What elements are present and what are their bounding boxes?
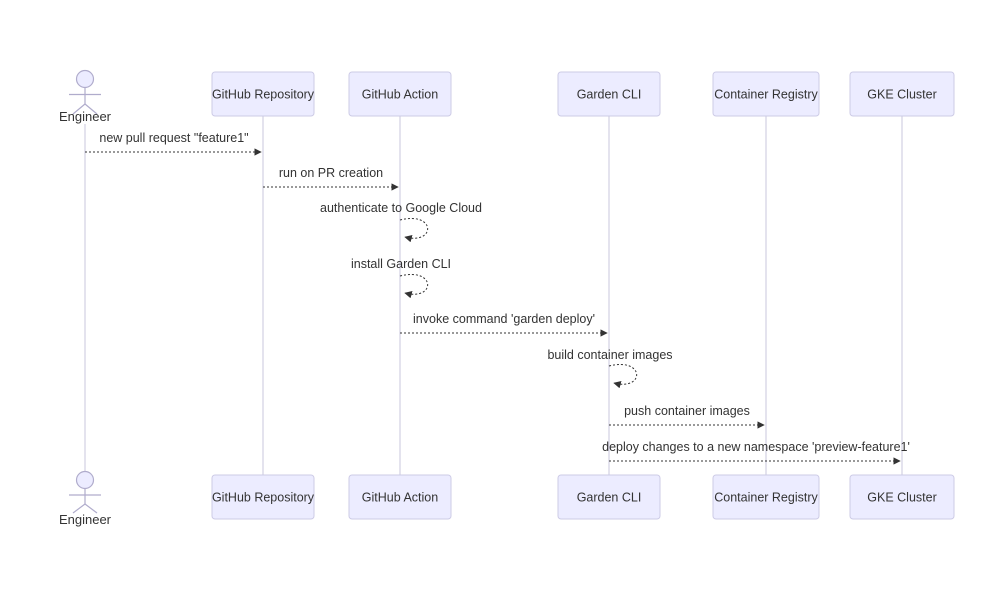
participant-label: GitHub Action: [362, 491, 438, 505]
participant-github-repository-bottom: GitHub Repository: [211, 474, 315, 520]
message-run-on-pr-creation: run on PR creation: [263, 166, 399, 191]
actor-head-icon: [75, 470, 95, 490]
participant-github-action-top: GitHub Action: [348, 71, 452, 117]
participant-github-repository-top: GitHub Repository: [211, 71, 315, 117]
actor-leg-left: [72, 503, 86, 514]
message-label: invoke command 'garden deploy': [413, 312, 595, 326]
message-label: new pull request "feature1": [99, 131, 248, 145]
message-install-garden-cli: install Garden CLI: [351, 257, 451, 299]
participant-label: Garden CLI: [577, 491, 642, 505]
participant-label: GitHub Repository: [212, 88, 315, 102]
message-label: install Garden CLI: [351, 257, 451, 271]
participant-container-registry-bottom: Container Registry: [712, 474, 820, 520]
actor-label: Engineer: [59, 512, 112, 527]
participant-github-action-bottom: GitHub Action: [348, 474, 452, 520]
message-label: build container images: [547, 348, 672, 362]
message-label: authenticate to Google Cloud: [320, 201, 482, 215]
actor-leg-right: [84, 503, 98, 514]
participant-gke-cluster-top: GKE Cluster: [849, 71, 955, 117]
participant-box: [211, 71, 315, 117]
participant-box: [211, 474, 315, 520]
actor-leg-left: [72, 103, 86, 115]
participant-garden-cli-top: Garden CLI: [557, 71, 661, 117]
message-build-container-images: build container images: [547, 348, 673, 389]
message-label: run on PR creation: [279, 166, 383, 180]
actor-engineer-bottom: Engineer: [59, 470, 112, 527]
participant-label: GKE Cluster: [867, 491, 936, 505]
actor-label: Engineer: [59, 109, 112, 124]
participant-box: [849, 71, 955, 117]
self-message-loop: [608, 364, 638, 389]
message-label: push container images: [624, 404, 750, 418]
participant-garden-cli-bottom: Garden CLI: [557, 474, 661, 520]
actor-head-icon: [75, 69, 95, 89]
participant-label: GKE Cluster: [867, 88, 936, 102]
self-message-loop: [399, 274, 429, 299]
participant-box: [712, 71, 820, 117]
participant-label: Container Registry: [714, 491, 818, 505]
participant-box: [557, 71, 661, 117]
actor-leg-right: [84, 103, 98, 115]
participant-box: [348, 474, 452, 520]
participant-box: [712, 474, 820, 520]
participant-label: GitHub Action: [362, 88, 438, 102]
participant-label: GitHub Repository: [212, 491, 315, 505]
participant-label: Garden CLI: [577, 88, 642, 102]
actor-engineer-top: Engineer: [59, 69, 112, 124]
self-message-loop: [399, 218, 429, 243]
message-label: deploy changes to a new namespace 'previ…: [602, 440, 910, 454]
message-push-container-images: push container images: [609, 404, 765, 429]
participant-gke-cluster-bottom: GKE Cluster: [849, 474, 955, 520]
participant-box: [557, 474, 661, 520]
participant-container-registry-top: Container Registry: [712, 71, 820, 117]
participant-box: [849, 474, 955, 520]
message-new-pull-request: new pull request "feature1": [85, 131, 262, 156]
message-deploy-namespace: deploy changes to a new namespace 'previ…: [602, 440, 910, 465]
message-invoke-garden-deploy: invoke command 'garden deploy': [400, 312, 608, 337]
participant-box: [348, 71, 452, 117]
participant-label: Container Registry: [714, 88, 818, 102]
message-authenticate-google-cloud: authenticate to Google Cloud: [320, 201, 482, 243]
